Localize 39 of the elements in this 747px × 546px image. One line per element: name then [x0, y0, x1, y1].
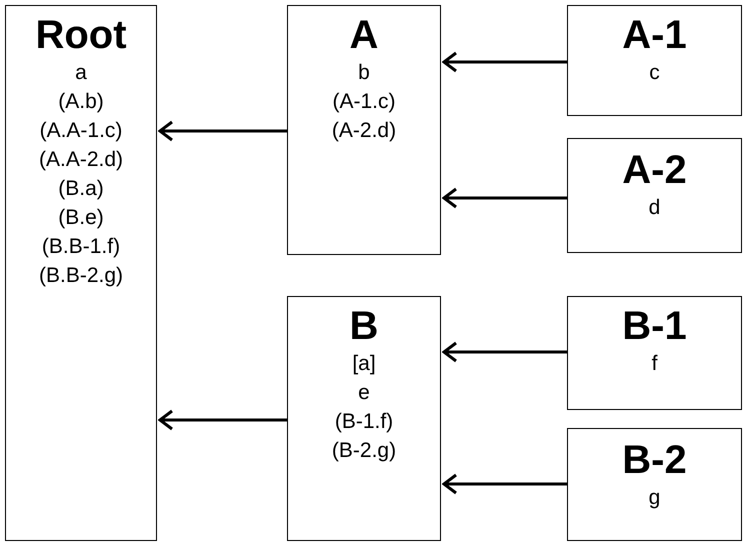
arrow	[442, 342, 567, 362]
field-text: (B-2.g)	[332, 438, 396, 464]
process-box	[567, 138, 742, 253]
field-text: (B.a)	[58, 176, 104, 202]
field-text: f	[652, 351, 658, 377]
field-text: (B-1.f)	[334, 409, 394, 435]
field-text: (B.B-1.f)	[42, 234, 120, 260]
field-text: d	[648, 195, 660, 221]
box-title: A-2	[622, 147, 687, 193]
box-title: A-1	[622, 12, 687, 58]
process-box	[567, 5, 742, 116]
box-title: Root	[35, 12, 127, 58]
arrow	[442, 474, 567, 494]
field-text: (B.e)	[58, 205, 104, 231]
process-box	[567, 428, 742, 541]
arrow	[158, 120, 287, 142]
field-text: [a]	[352, 351, 376, 377]
arrow	[442, 188, 567, 208]
process-box	[287, 296, 441, 541]
field-text: a	[75, 60, 87, 86]
box-title: B-1	[622, 303, 687, 349]
field-text: e	[358, 380, 370, 406]
box-title: A	[350, 12, 378, 58]
field-text: g	[648, 485, 660, 511]
field-text: (A.A-1.c)	[40, 118, 122, 144]
process-box	[5, 5, 157, 541]
field-text: (A-2.d)	[332, 118, 396, 144]
field-text: (A-1.c)	[332, 89, 396, 115]
field-text: b	[358, 60, 370, 86]
field-text: (A.A-2.d)	[38, 147, 124, 173]
process-box	[287, 5, 441, 255]
process-box	[567, 296, 742, 410]
field-text: c	[649, 60, 660, 86]
arrow	[442, 52, 567, 72]
box-title: B-2	[622, 437, 687, 483]
arrow	[158, 410, 287, 430]
field-text: (A.b)	[58, 89, 104, 115]
box-title: B	[350, 303, 378, 349]
field-text: (B.B-2.g)	[38, 263, 124, 289]
